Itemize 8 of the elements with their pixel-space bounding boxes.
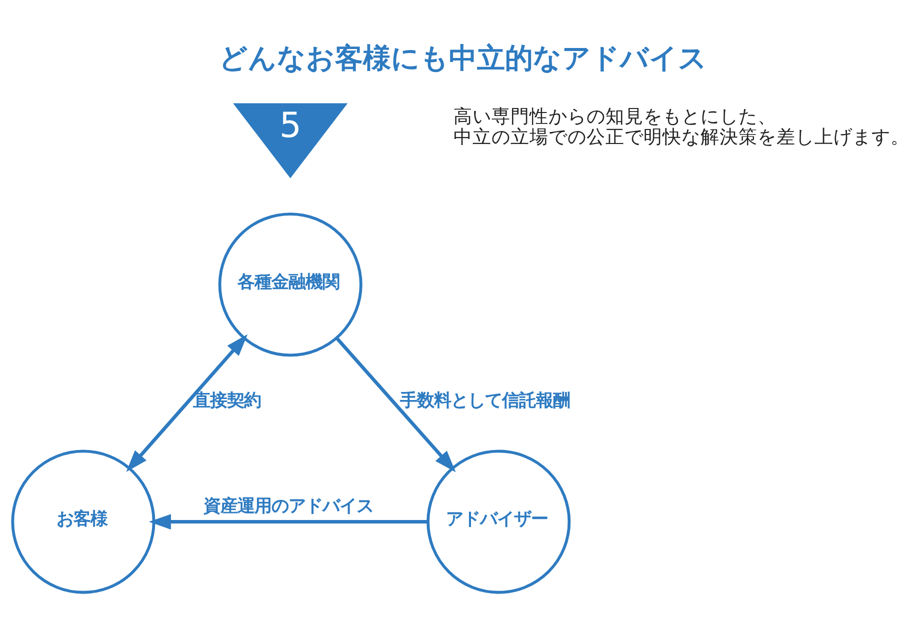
arrow	[336, 337, 456, 472]
arrow	[148, 514, 428, 530]
label: 高い専門性からの知見をもとにした、中立の立場での公正で明快な解決策を差し上げます。	[453, 106, 910, 148]
edge-label: 直接契約	[193, 391, 262, 412]
diagram-title: どんなお客様にも中立的なアドバイス	[219, 41, 708, 74]
arrow	[126, 334, 248, 472]
edge-label: 資産運用のアドバイス	[204, 496, 374, 516]
edge-label: 手数料として信託報酬	[400, 391, 570, 412]
